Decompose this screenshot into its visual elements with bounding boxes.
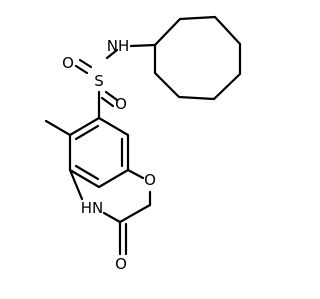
bond-s-o1-a — [78, 58, 93, 69]
atom-sulfonyl-oxygen-1: O — [62, 54, 74, 72]
bond-methyl — [44, 119, 72, 137]
structure-canvas: O S O NH HN O O — [44, 15, 242, 273]
atom-ring-oxygen: O — [144, 171, 156, 189]
atom-sulfonyl-oxygen-2: O — [115, 95, 127, 113]
bond-s-o2-b — [100, 96, 115, 108]
bond-ch2-co — [118, 203, 152, 224]
aromatic-double-2 — [74, 164, 100, 181]
bond-ring-o — [126, 168, 145, 180]
molecule-diagram: O S O NH HN O O — [44, 15, 242, 273]
cycloheptane-ring — [153, 15, 242, 101]
bond-co-nh — [102, 211, 122, 224]
bond-s-o2-a — [104, 90, 119, 102]
atom-sulfur: S — [94, 72, 104, 90]
atom-lactam-nh: HN — [81, 199, 104, 217]
bond-nh-cycloheptyl — [129, 43, 157, 48]
benzene-ring — [68, 116, 130, 189]
atom-sulfonamide-nh: NH — [107, 37, 130, 55]
aromatic-double-1 — [74, 124, 100, 141]
atom-carbonyl-oxygen: O — [115, 255, 127, 273]
bond-s-nh — [105, 48, 119, 60]
bond-s-o1-b — [74, 64, 89, 75]
bond-nh-ring — [68, 168, 84, 201]
